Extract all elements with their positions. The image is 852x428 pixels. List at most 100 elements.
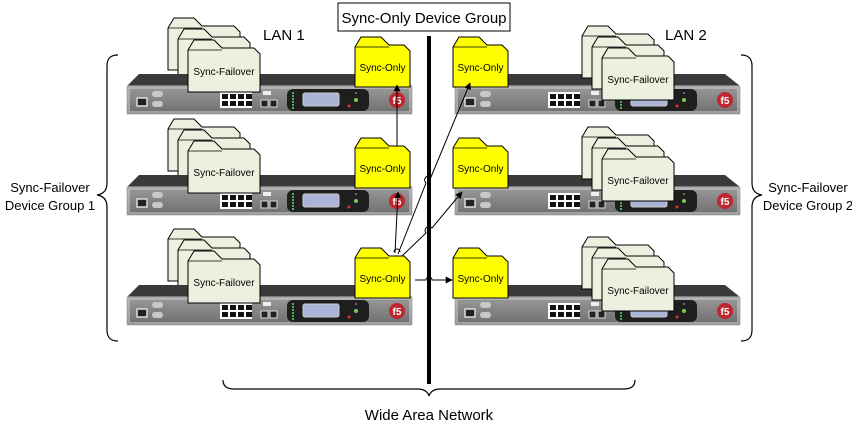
usb-port [152,192,163,198]
ethernet-port [238,312,244,317]
nav-center [354,309,358,313]
f5-logo-icon: f5 [389,303,405,319]
status-led [292,98,294,100]
reset-dot [347,104,351,108]
sfp-port [260,99,269,108]
f5-logo-text: f5 [721,197,730,208]
sync-failover-folder: Sync-Failover [187,39,261,93]
nav-arrows: ^ [355,303,358,309]
nav-arrows: ^ [683,303,686,309]
ethernet-port [230,94,236,99]
sync-failover-folder-label: Sync-Failover [193,168,255,179]
f5-logo-circle [717,92,733,108]
sync-failover-folder-label: Sync-Failover [607,286,669,297]
sync-failover-folder: Sync-Failover [601,47,675,101]
status-led [292,208,294,210]
sync-only-folder-lan1-device-3: Sync-Only [354,247,411,299]
ethernet-port [246,94,252,99]
f5-logo-circle [389,303,405,319]
sfp-indicator [591,91,599,95]
status-led [292,104,294,106]
sync-failover-folder: Sync-Failover [601,258,675,312]
ethernet-port [222,94,228,99]
sync-failover-folder-label: Sync-Failover [193,67,255,78]
ethernet-port [230,305,236,310]
ethernet-port [246,202,252,207]
usb-port [152,302,163,308]
ethernet-port [558,94,564,99]
status-led [292,315,294,317]
console-port [480,312,491,318]
ethernet-port [230,101,236,106]
management-port [464,308,476,318]
title-label: Sync-Only Device Group [341,10,506,27]
ethernet-port [558,312,564,317]
status-led [620,312,622,314]
management-port [464,97,476,107]
sync-failover-folder: Sync-Failover [601,148,675,202]
ethernet-port [230,312,236,317]
ethernet-port [550,94,556,99]
status-led [620,208,622,210]
sync-only-folder-lan2-device-2-shape [452,137,509,189]
sync-only-device-group-title: Sync-Only Device Group [337,2,511,32]
sfp-indicator [263,91,271,95]
sync-only-folder-lan2-device-2-label: Sync-Only [457,164,503,175]
sync-only-folder-lan2-device-3: Sync-Only [452,247,509,299]
f5-logo-circle [717,193,733,209]
lcd-screen [302,303,340,318]
status-led [292,95,294,97]
nav-arrows: ^ [355,193,358,199]
sync-only-folder-lan2-device-2: Sync-Only [452,137,509,189]
sfp-indicator [263,302,271,306]
wan-brace [222,379,636,397]
connections [393,82,471,284]
status-led [292,312,294,314]
nav-center [682,309,686,313]
sync-failover-folder-shape [187,140,261,194]
status-led [620,101,622,103]
nav-center [682,199,686,203]
sync-only-folder-lan1-device-3-label: Sync-Only [359,274,405,285]
usb-port [152,91,163,97]
sync-failover-folder-shape [601,258,675,312]
status-led [620,318,622,320]
ethernet-port [558,195,564,200]
nav-arrows: ^ [683,92,686,98]
ethernet-port [246,305,252,310]
sync-only-folder-lan1-device-2-label: Sync-Only [359,164,405,175]
connection-hop [393,248,401,253]
ethernet-port [246,195,252,200]
sync-failover-folder-shape [601,148,675,202]
ethernet-port [566,94,572,99]
sync-failover-stack-lan2-device-2: Sync-Failover [581,126,675,202]
nav-arrows: ^ [355,92,358,98]
usb-port [480,91,491,97]
connection-lan1-d3-to-d2 [394,191,402,254]
lcd-screen [302,193,340,208]
sync-only-folder-lan2-device-1-shape [452,36,509,88]
ethernet-port [238,202,244,207]
ethernet-port [222,305,228,310]
status-led [292,306,294,308]
sfp-indicator [591,192,599,196]
reset-dot [675,205,679,209]
ethernet-port [230,195,236,200]
sync-only-folder-lan2-device-1: Sync-Only [452,36,509,88]
f5-logo-text: f5 [721,96,730,107]
sfp-port [269,99,278,108]
console-port [480,202,491,208]
ethernet-port [238,101,244,106]
ethernet-port [238,305,244,310]
sync-only-folder-lan2-device-3-shape [452,247,509,299]
lan1-label: LAN 1 [263,27,305,44]
status-led [292,199,294,201]
ethernet-port [222,101,228,106]
ethernet-port [550,305,556,310]
sfp-port [260,310,269,319]
management-port [136,308,148,318]
reset-dot [347,205,351,209]
status-led [620,205,622,207]
ethernet-port [574,312,580,317]
reset-dot [347,315,351,319]
